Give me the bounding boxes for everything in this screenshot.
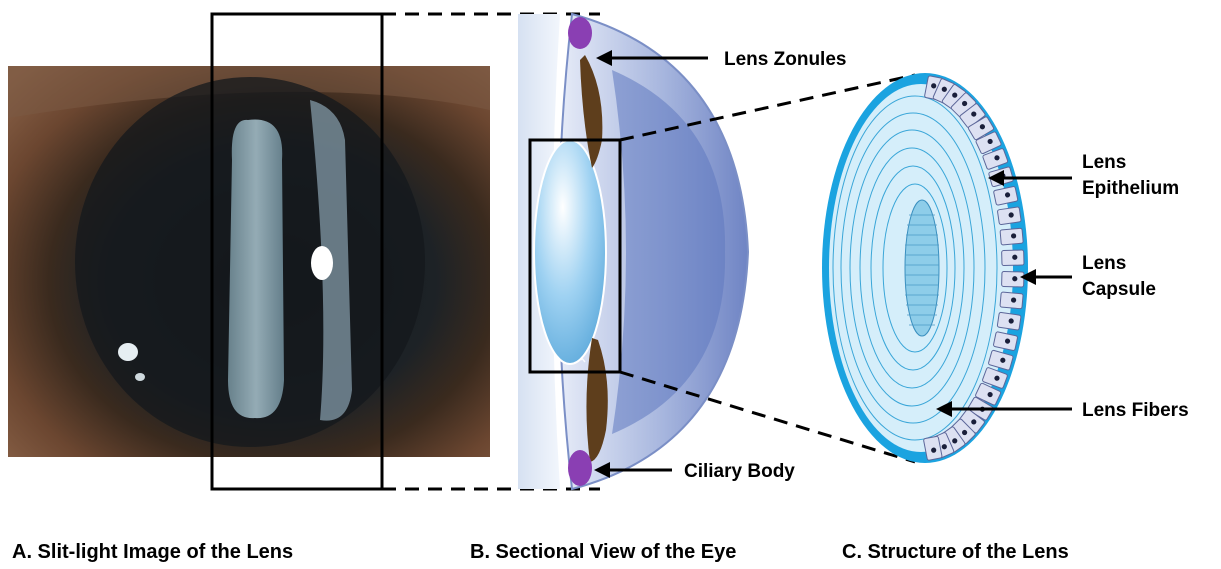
caption-panel-c: C. Structure of the Lens: [842, 541, 1069, 563]
label-ciliary-body: Ciliary Body: [684, 461, 795, 482]
epithelial-cell: [1000, 228, 1023, 245]
label-lens-capsule-line1: Lens: [1082, 253, 1126, 274]
epithelial-cell: [1002, 250, 1024, 266]
epithelial-cell: [1002, 271, 1024, 287]
lens-nucleus: [905, 200, 939, 336]
caption-panel-a: A. Slit-light Image of the Lens: [12, 541, 293, 563]
epithelial-cell: [1000, 292, 1023, 309]
epithelial-cell: [997, 312, 1021, 330]
ciliary-body-lower: [568, 450, 592, 486]
eye-section-diagram: [518, 14, 748, 489]
caption-panel-b: B. Sectional View of the Eye: [470, 541, 736, 563]
ciliary-body-upper: [568, 17, 592, 49]
epithelial-cell: [997, 207, 1021, 225]
label-lens-fibers: Lens Fibers: [1082, 400, 1189, 421]
lens-structure-diagram: [822, 73, 1028, 463]
label-lens-epithelium-line2: Epithelium: [1082, 178, 1179, 199]
label-lens-capsule-line2: Capsule: [1082, 279, 1156, 300]
label-lens-epithelium-line1: Lens: [1082, 152, 1126, 173]
slit-light-photo: [8, 14, 490, 489]
label-lens-zonules: Lens Zonules: [724, 49, 846, 70]
